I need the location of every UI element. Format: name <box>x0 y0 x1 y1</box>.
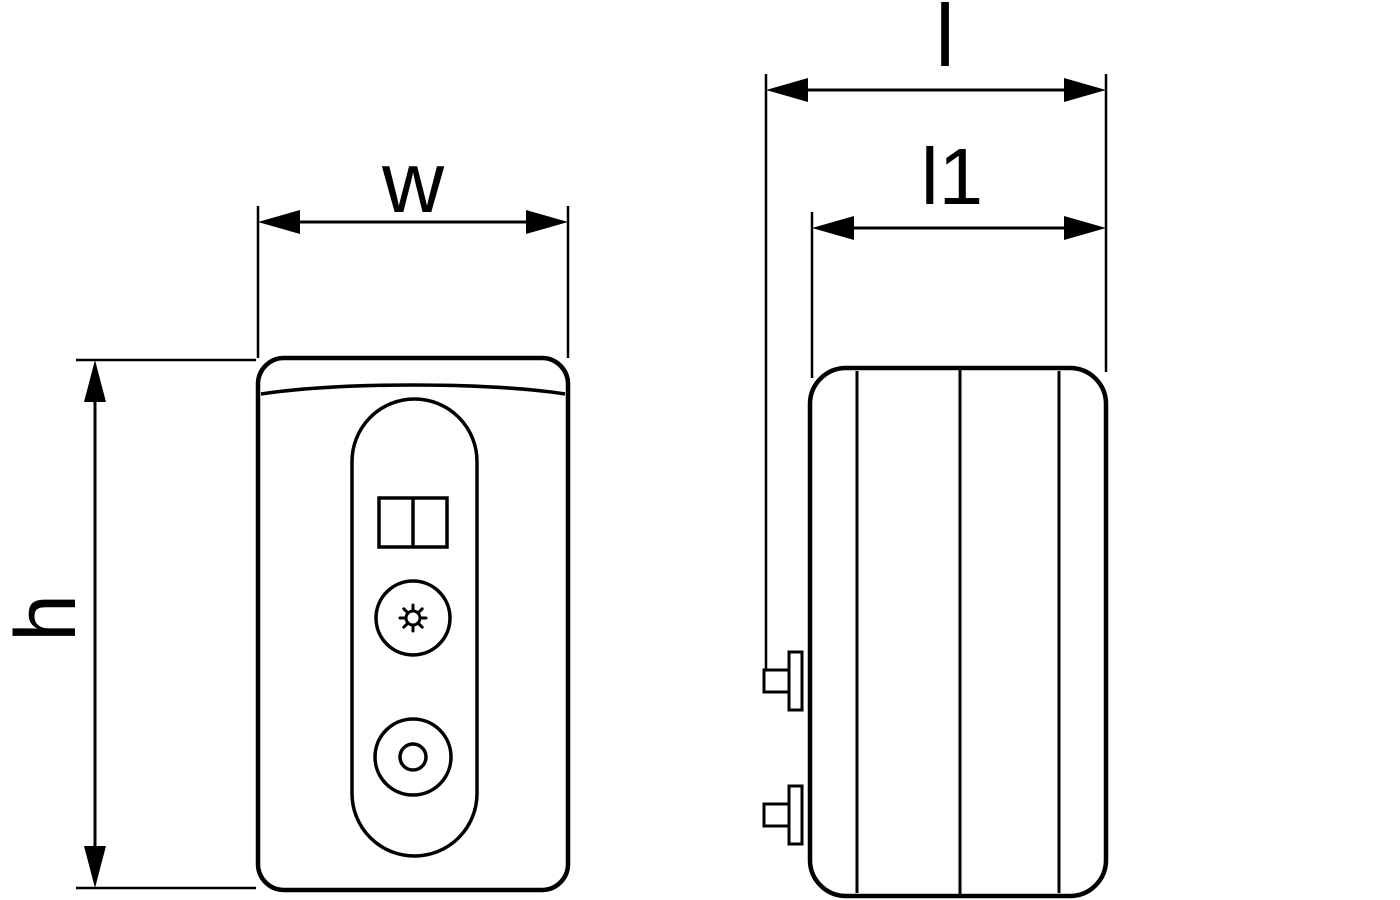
indicator-port-center <box>398 742 428 772</box>
mount-plate-top <box>787 650 804 712</box>
control-knob <box>374 579 452 657</box>
dim-h-arrowhead-bottom <box>84 846 106 888</box>
front-control-panel <box>350 397 479 858</box>
dim-l-arrowhead-left <box>766 78 808 102</box>
mount-tab-top <box>762 668 791 694</box>
mount-tab-bottom <box>762 802 791 828</box>
dimension-label-h: h <box>0 594 94 642</box>
mounting-clip-bottom <box>762 784 804 846</box>
dim-l1-arrowhead-left <box>812 216 854 240</box>
dim-l-arrowhead-right <box>1064 78 1106 102</box>
dimension-w: w <box>256 135 570 358</box>
dimension-label-l1: l1 <box>921 132 983 221</box>
dimension-label-l: l <box>935 0 955 85</box>
side-view <box>762 365 1109 899</box>
dim-w-arrowhead-right <box>526 210 568 234</box>
indicator-port <box>373 717 453 797</box>
front-view-lid-line <box>260 383 566 396</box>
dimension-h: h <box>0 358 256 890</box>
mount-plate-bottom <box>787 784 804 846</box>
front-view <box>255 355 571 893</box>
dimension-l1: l1 <box>810 132 1106 378</box>
gear-icon <box>398 603 428 633</box>
dim-l1-arrowhead-right <box>1064 216 1106 240</box>
dim-h-arrowhead-top <box>84 360 106 402</box>
mounting-clip-top <box>762 650 804 712</box>
side-view-body <box>807 365 1109 899</box>
dim-w-arrowhead-left <box>258 210 300 234</box>
dimension-label-w: w <box>381 135 445 231</box>
dimension-l: l <box>764 0 1108 670</box>
